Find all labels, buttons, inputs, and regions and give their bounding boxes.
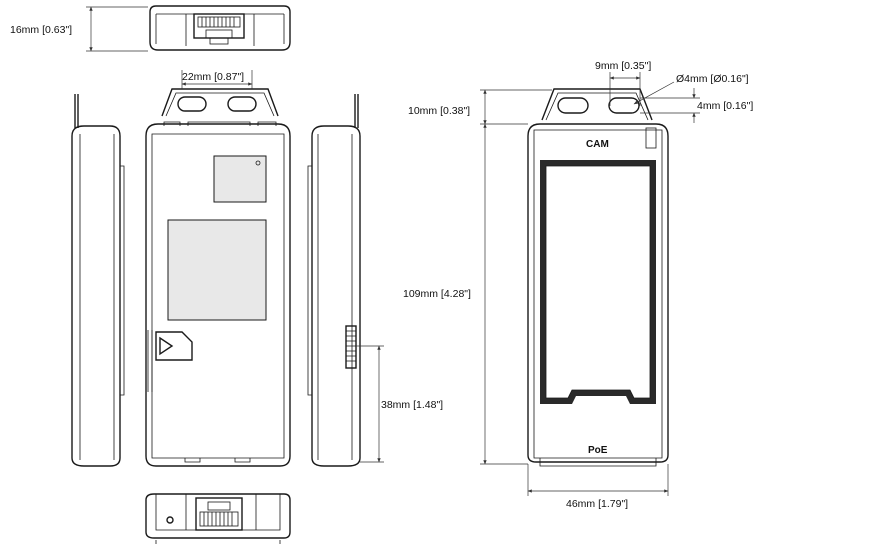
display-window (540, 160, 656, 404)
port-connector (345, 325, 357, 369)
mounting-bracket-front (541, 88, 653, 121)
sd-card-slot-icon (155, 331, 193, 361)
dim-bracket-height: 10mm [0.38"] (408, 105, 470, 117)
dim-port-offset: 38mm [1.48"] (381, 399, 443, 411)
rj45-port-icon (193, 13, 245, 45)
dim-hole-spacing: 9mm [0.35"] (595, 60, 651, 72)
right-side-view: 38mm [1.48"] (307, 94, 443, 467)
top-view: 16mm [0.63"] (10, 5, 291, 52)
poe-label: PoE (588, 445, 608, 456)
left-side-view (71, 94, 125, 467)
dim-body-height: 109mm [4.28"] (403, 288, 471, 300)
mounting-bracket-left (161, 88, 279, 117)
dim-hole-diameter: Ø4mm [Ø0.16"] (676, 73, 749, 85)
rear-view: 22mm [0.87"] (145, 70, 291, 467)
dim-height-top: 16mm [0.63"] (10, 24, 72, 36)
dim-body-width: 46mm [1.79"] (566, 498, 628, 510)
cam-label: CAM (586, 139, 609, 150)
bottom-view (145, 493, 291, 544)
dim-hole-offset: 4mm [0.16"] (697, 100, 753, 112)
front-view: CAM PoE 10mm [0.38"] 109mm [4.28"] 46mm … (403, 60, 753, 510)
dim-bracket-width: 22mm [0.87"] (182, 71, 244, 83)
rj45-port-bottom-icon (195, 497, 243, 531)
